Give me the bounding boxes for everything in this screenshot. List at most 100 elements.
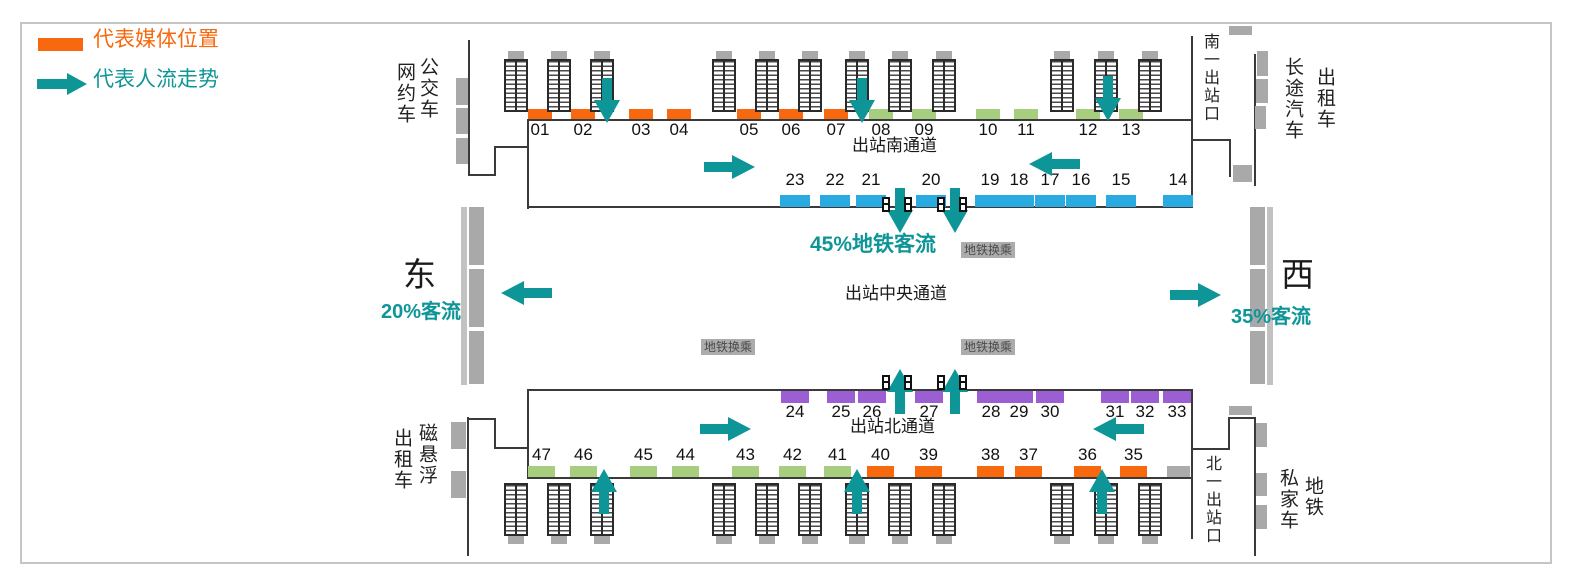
media-position-number-24: 24 [785,402,805,421]
media-position-number-41: 41 [828,445,847,464]
media-position-number-17: 17 [1040,170,1060,189]
platform-block [1233,165,1252,182]
wall-segment [1228,417,1256,419]
media-position-number-29: 29 [1009,402,1029,421]
flow-arrow-left [1028,151,1080,182]
south-corridor-label: 出站南通道 [852,136,937,155]
escalator-landing [892,536,908,544]
media-position-bar-11 [1014,109,1038,119]
wall-segment [1191,36,1193,121]
media-position-bar-29 [1005,391,1033,403]
escalator [504,59,528,112]
wall-segment [494,146,496,176]
media-position-bar-37 [1015,466,1042,477]
legend-flow-label: 代表人流走势 [93,68,219,91]
platform-block [469,331,484,384]
media-position-number-14: 14 [1168,170,1188,189]
media-position-bar-18 [1004,195,1034,207]
wall-segment [527,389,529,479]
escalator-landing [716,51,732,59]
escalator-landing [551,51,567,59]
wall-segment [1228,417,1230,450]
taxi-east-label: 出租车 [1314,67,1335,130]
wall-segment [467,417,469,556]
wall-segment [527,206,1193,208]
wall-segment [1193,139,1231,141]
metro-transfer-badge: 地铁换乘 [961,242,1016,259]
media-position-bar-15 [1106,195,1136,207]
platform-block [1256,79,1268,103]
flow-arrow-left [1092,416,1144,447]
private-car-label: 私家车 [1277,468,1298,531]
escalator-landing [594,536,610,544]
media-position-bar-21 [856,195,886,207]
metro-transfer-badge: 地铁换乘 [961,339,1016,356]
media-position-number-31: 31 [1105,402,1125,421]
media-position-number-33: 33 [1167,402,1187,421]
media-position-bar-12 [1076,109,1100,119]
wall-segment [1191,389,1193,479]
media-position-number-43: 43 [736,445,755,464]
media-position-bar-33 [1163,391,1191,403]
media-position-number-30: 30 [1040,402,1060,421]
media-position-bar-38 [977,466,1004,477]
west-label: 西 [1281,256,1314,293]
ticket-gate [904,375,912,390]
media-position-number-39: 39 [919,445,938,464]
media-position-number-37: 37 [1019,445,1038,464]
escalator [547,59,571,112]
media-position-bar-24 [781,391,809,403]
maglev-label: 磁悬浮 [416,423,437,486]
escalator [932,483,956,536]
media-position-bar-39 [915,466,942,477]
media-position-number-16: 16 [1071,170,1091,189]
escalator-landing [892,51,908,59]
flow-arrow-down [942,188,968,239]
taxi-west-label: 出租车 [391,428,412,491]
media-position-bar-40 [867,466,894,477]
platform-block [456,138,468,164]
platform-block [1256,423,1267,447]
wall-segment [468,40,470,176]
east-label: 东 [403,256,436,293]
wall-segment [1191,119,1193,208]
platform-block [1255,106,1266,129]
flow-arrow-right [704,154,756,185]
ticket-gate [959,197,967,212]
escalator [1050,483,1074,536]
escalator [504,483,528,536]
media-position-number-01: 01 [530,120,550,139]
media-position-number-45: 45 [634,445,653,464]
metro-label: 地铁 [1302,476,1323,518]
west-flow-stat: 35%客流 [1231,306,1312,328]
platform-block [451,471,466,498]
media-position-bar-42 [779,466,806,477]
flow-arrow-up [1089,468,1115,519]
media-position-bar-36 [1074,466,1101,477]
platform-block [1250,331,1265,384]
flow-arrow-up [591,468,617,519]
ticket-gate [882,375,890,390]
escalator-landing [508,51,524,59]
media-position-number-08: 08 [871,120,891,139]
media-position-bar-06 [779,109,803,119]
media-position-bar-25 [827,391,855,403]
bus-label: 公交车 [417,57,438,120]
escalator-landing [936,51,952,59]
media-position-bar-05 [737,109,761,119]
media-position-bar-31 [1101,391,1129,403]
media-position-bar-08 [869,109,893,119]
escalator-landing [508,536,524,544]
platform-block [1229,26,1252,35]
flow-arrow-down [887,188,913,239]
north-corridor-label: 出站北通道 [850,417,935,436]
media-position-bar-22 [820,195,850,207]
escalator [888,483,912,536]
legend-flow-arrow-icon [37,73,87,95]
escalator-landing [849,536,865,544]
media-position-number-04: 04 [669,120,689,139]
escalator-landing [759,536,775,544]
central-corridor-label: 出站中央通道 [845,284,947,303]
media-position-bar [1167,466,1190,477]
media-position-bar-09 [912,109,936,119]
